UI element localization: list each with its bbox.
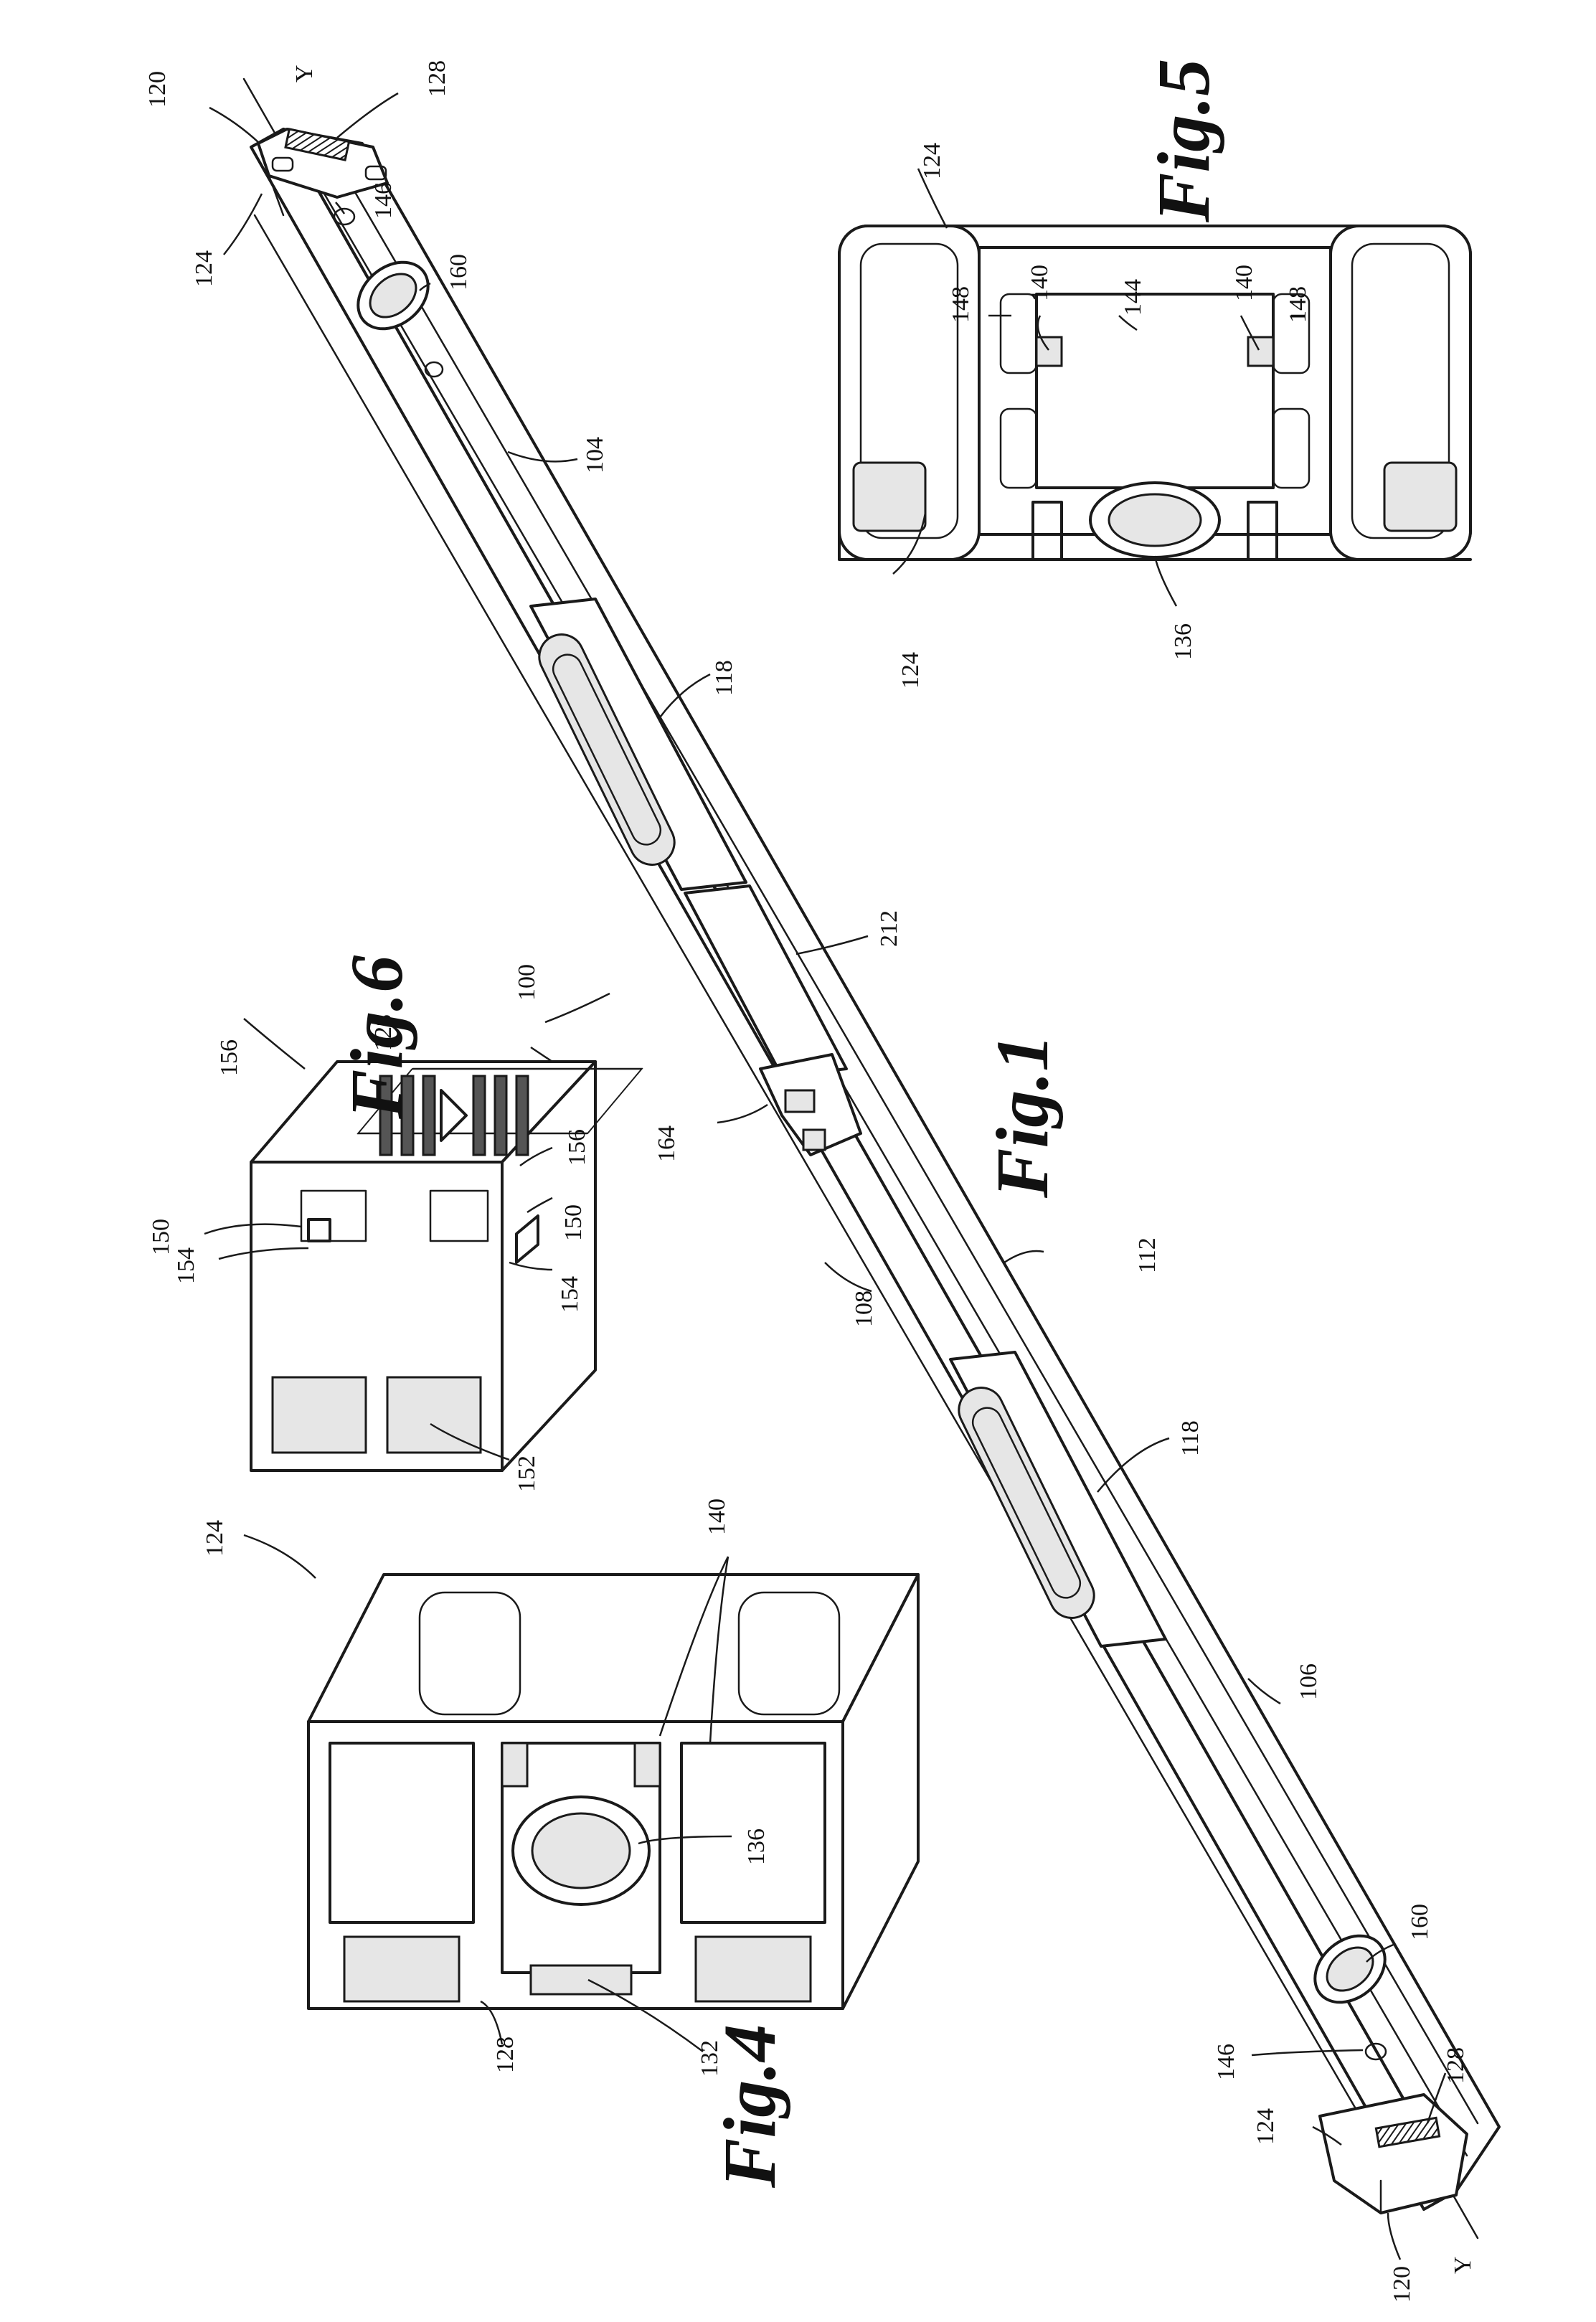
ref-146-top: 146 <box>370 182 397 219</box>
tab-left <box>1037 337 1062 366</box>
end-cap-bottom <box>1320 2095 1467 2213</box>
ref-160-top: 160 <box>445 254 472 291</box>
fig6-bumper-view <box>251 1062 642 1471</box>
fig5-end-cap-view <box>839 226 1470 560</box>
slot-132 <box>531 1965 631 1994</box>
fig5-title: Fig.5 <box>1143 59 1225 223</box>
ref-140-left: 140 <box>1026 265 1053 301</box>
ref-124-fig4: 124 <box>202 1520 228 1557</box>
ref-152: 152 <box>514 1455 540 1492</box>
ref-112: 112 <box>1134 1237 1161 1273</box>
ref-124-fig5-top: 124 <box>919 143 945 179</box>
ref-124-top: 124 <box>191 250 217 287</box>
ref-154-left: 154 <box>173 1247 199 1284</box>
ref-120-bottom: 120 <box>1389 2266 1415 2303</box>
ref-160-bottom: 160 <box>1407 1904 1433 1940</box>
ref-164: 164 <box>653 1125 680 1162</box>
ref-144: 144 <box>1120 279 1146 316</box>
ref-212: 212 <box>876 910 902 947</box>
tab-4-right <box>635 1743 660 1786</box>
ref-156-right: 156 <box>564 1129 590 1166</box>
ref-156-top: 156 <box>216 1039 242 1076</box>
endcap4-cell-right <box>696 1937 811 2001</box>
ref-140-right: 140 <box>1231 265 1257 301</box>
ref-128-bottom: 128 <box>1442 2047 1469 2084</box>
ref-120-top: 120 <box>144 71 171 108</box>
ref-128-fig4: 128 <box>492 2037 519 2073</box>
ref-y-top: Y <box>291 65 318 82</box>
ref-148-left: 148 <box>948 286 974 323</box>
ref-148-right: 148 <box>1285 286 1311 323</box>
endcap4-cell-left <box>344 1937 459 2001</box>
endcap4-block-left <box>330 1743 473 1922</box>
bumper-slot-right <box>1384 463 1456 531</box>
tab-4-left <box>502 1743 527 1786</box>
fig6-title: Fig.6 <box>336 955 418 1120</box>
ref-104: 104 <box>582 437 608 473</box>
ref-140-fig4: 140 <box>704 1499 730 1535</box>
ref-154-right: 154 <box>557 1276 583 1313</box>
ref-124-bottom: 124 <box>1252 2108 1279 2145</box>
ref-y-bottom: Y <box>1450 2256 1476 2274</box>
ref-136-fig4: 136 <box>743 1828 770 1865</box>
fig4-title: Fig.4 <box>709 2024 791 2189</box>
recess <box>1037 294 1273 488</box>
ref-150-left: 150 <box>148 1219 174 1255</box>
ref-108: 108 <box>851 1290 877 1327</box>
ref-106: 106 <box>1295 1663 1322 1700</box>
tab-right <box>1248 337 1273 366</box>
bumper-cell-left <box>273 1377 366 1453</box>
fig4-end-cap-perspective <box>308 1575 918 2009</box>
ref-100: 100 <box>514 964 540 1001</box>
ref-118-lower: 118 <box>1177 1420 1204 1456</box>
fig1-title: Fig.1 <box>981 1034 1064 1199</box>
ref-124-fig5-bottom: 124 <box>897 652 924 689</box>
ref-146-bottom: 146 <box>1213 2044 1240 2080</box>
ref-118-upper: 118 <box>711 660 737 696</box>
ref-150-right: 150 <box>560 1204 587 1241</box>
ref-128-top: 128 <box>424 60 450 97</box>
bumper-cell-right <box>387 1377 481 1453</box>
bumper-slot-left <box>854 463 925 531</box>
ref-136-fig5: 136 <box>1170 623 1196 660</box>
